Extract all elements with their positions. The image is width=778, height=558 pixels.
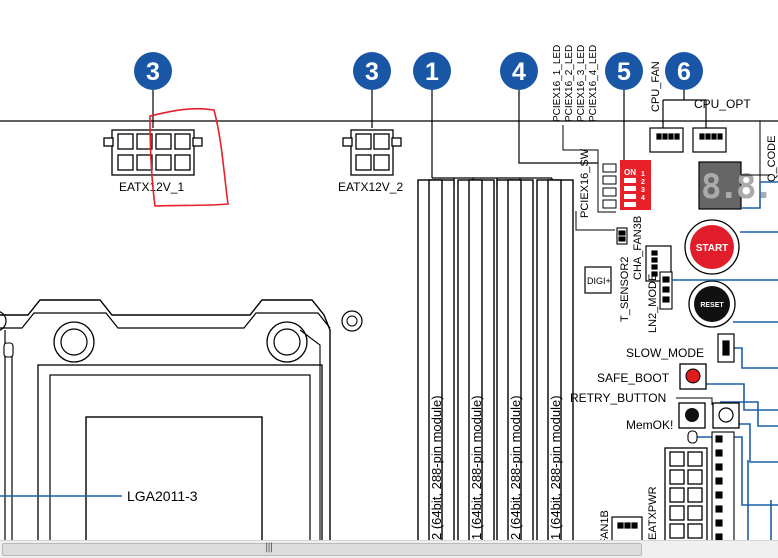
start-button-label: START (696, 243, 729, 254)
lga2011-3-label: LGA2011-3 (127, 488, 198, 504)
horizontal-scrollbar[interactable]: ||| (0, 540, 778, 558)
eatx12v-2-connector (342, 129, 402, 176)
callout-5-dip-switch: 5 (605, 52, 643, 90)
t-sensor2-label: T_SENSOR2 (619, 257, 631, 322)
pciex16-3-led-label: PCIEX16_3_LED (576, 45, 587, 122)
memok-button (678, 402, 706, 444)
callout-4-pciex16-sw: 4 (500, 52, 538, 90)
digi-plus-chip: DIGI+ (584, 266, 612, 294)
ln2-mode-jumper (659, 271, 673, 310)
start-button: START (684, 219, 740, 275)
safe-boot-label: SAFE_BOOT (597, 371, 670, 385)
q-code-display (698, 161, 742, 210)
retry-button (712, 402, 740, 429)
front-panel-pin-header (711, 431, 735, 543)
mounting-hole (0, 311, 7, 331)
t-sensor2-header (616, 227, 628, 245)
fan1b-label: FAN1B (599, 510, 611, 545)
eatxpwr-connector (664, 447, 708, 544)
pciex16-2-led-label: PCIEX16_2_LED (564, 45, 575, 122)
pcie-led-leaders (562, 125, 616, 213)
cpu-opt-label: CPU_OPT (694, 97, 751, 111)
q-code-digits: 8.8. (701, 167, 771, 207)
eatx12v-1-connector (103, 129, 203, 176)
mounting-hole (341, 310, 363, 332)
callout-label: 3 (146, 58, 160, 86)
callout-label: 6 (677, 58, 691, 86)
reset-button: RESET (688, 280, 736, 328)
eatx12v-1-label: EATX12V_1 (119, 180, 184, 194)
fan1b-header (611, 516, 643, 543)
scrollbar-grip-icon: ||| (265, 542, 273, 553)
safe-boot-button (679, 363, 707, 390)
dimm-slot-label-a2: 2 (64bit, 288-pin module) (429, 395, 444, 540)
slow-mode-switch (717, 333, 735, 363)
reset-button-label: RESET (700, 302, 724, 309)
scrollbar-thumb[interactable]: ||| (2, 542, 642, 556)
callout-3-eatx12v-2: 3 (353, 52, 391, 90)
cpu-fan-label: CPU_FAN (650, 61, 662, 112)
callout-1-dimm: 1 (413, 52, 451, 90)
cpu-socket (0, 299, 363, 548)
dimm-slot-label-a1: 1 (64bit, 288-pin module) (469, 395, 484, 540)
pciex16-sw-label: PCIEX16_SW (579, 148, 591, 218)
callout-label: 4 (512, 58, 526, 86)
callout-label: 5 (617, 58, 631, 86)
callout-6-cpu-fan: 6 (665, 52, 703, 90)
pcie-sw-to-tsensor-leader (575, 211, 615, 231)
pcie-led-indicators (602, 163, 617, 209)
q-code-label: Q_CODE (766, 136, 778, 182)
dip-number-3: 3 (641, 187, 645, 194)
cpu-fan-headers (649, 127, 727, 153)
dip-number-2: 2 (641, 179, 645, 186)
retry-leader (676, 397, 713, 405)
memok-label: MemOK! (626, 418, 673, 432)
callout-3-eatx12v-1: 3 (134, 52, 172, 90)
callout-label: 3 (365, 58, 379, 86)
callout-label: 1 (425, 58, 439, 86)
cha-fan3b-label: CHA_FAN3B (632, 216, 644, 280)
dimm-slot-label-b2: 2 (64bit, 288-pin module) (508, 395, 523, 540)
pciex16-1-led-label: PCIEX16_1_LED (552, 45, 563, 122)
digi-plus-label: DIGI+ (587, 276, 611, 286)
retry-button-label: RETRY_BUTTON (570, 391, 666, 405)
slow-mode-label: SLOW_MODE (626, 346, 704, 360)
ln2-mode-label: LN2_MODE (647, 274, 659, 333)
dimm-slot-label-b1: 1 (64bit, 288-pin module) (548, 395, 563, 540)
dip-number-1: 1 (641, 171, 645, 178)
dip-number-4: 4 (641, 195, 645, 202)
eatx12v-2-label: EATX12V_2 (338, 180, 403, 194)
red-annotation-mark (149, 107, 229, 207)
pciex16-4-led-label: PCIEX16_4_LED (588, 45, 599, 122)
dip-on-label: ON (624, 168, 636, 177)
pcie-dip-switch: ON 1 2 3 4 (620, 160, 651, 210)
eatxpwr-label: EATXPWR (647, 486, 659, 540)
